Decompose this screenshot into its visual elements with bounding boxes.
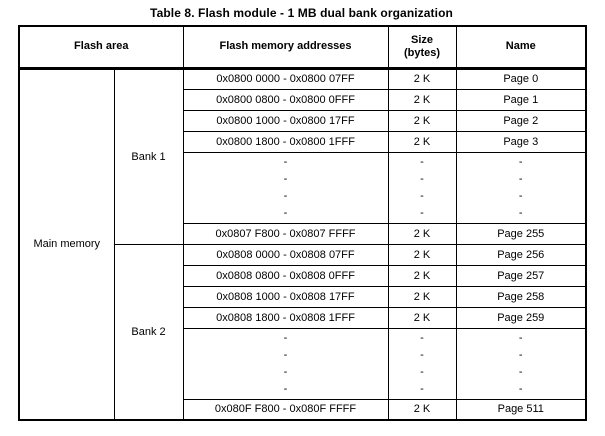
header-size-line1: Size (411, 33, 434, 46)
address-cell: 0x0808 0800 - 0x0808 0FFF (182, 264, 389, 287)
address-cell: 0x0808 1800 - 0x0808 1FFF (182, 306, 389, 329)
flash-organization-table: Flash area Flash memory addresses Size (… (18, 25, 588, 421)
header-name: Name (455, 25, 587, 70)
size-cell: 2 K (387, 130, 457, 153)
size-cell: 2 K (387, 67, 457, 90)
address-ellipsis-cell: - - - - (182, 327, 389, 400)
ellipsis-mark: - (420, 155, 424, 168)
size-ellipsis-cell: - - - - (387, 151, 457, 224)
address-cell: 0x0808 0000 - 0x0808 07FF (182, 243, 389, 266)
name-cell: Page 256 (455, 243, 587, 266)
size-cell: 2 K (387, 88, 457, 111)
address-ellipsis-cell: - - - - (182, 151, 389, 224)
address-cell: 0x0800 1000 - 0x0800 17FF (182, 109, 389, 132)
address-cell: 0x0800 0800 - 0x0800 0FFF (182, 88, 389, 111)
ellipsis-mark: - (518, 331, 523, 344)
ellipsis-mark: - (420, 331, 424, 344)
bank1-cell: Bank 1 (113, 67, 184, 245)
table-row: 0x0808 1800 - 0x0808 1FFF 2 K Page 259 (19, 306, 587, 329)
name-cell: Page 258 (455, 285, 587, 308)
name-ellipsis-cell: - - - - (455, 151, 587, 224)
name-cell: Page 1 (455, 88, 587, 111)
address-cell: 0x080F F800 - 0x080F FFFF (182, 398, 389, 421)
main-memory-cell: Main memory (18, 67, 115, 421)
name-cell: Page 257 (455, 264, 587, 287)
ellipsis-mark: - (518, 382, 523, 395)
size-cell: 2 K (387, 243, 457, 266)
ellipsis-mark: - (283, 348, 288, 361)
ellipsis-mark: - (283, 155, 288, 168)
name-cell: Page 0 (455, 67, 587, 90)
table-title: Table 8. Flash module - 1 MB dual bank o… (150, 6, 453, 20)
table-row: Main memory Bank 1 0x0800 0000 - 0x0800 … (18, 67, 587, 421)
ellipsis-mark: - (420, 206, 424, 219)
address-cell: 0x0807 F800 - 0x0807 FFFF (182, 222, 389, 245)
ellipsis-mark: - (518, 189, 523, 202)
header-row: Flash area Flash memory addresses Size (… (18, 25, 587, 70)
ellipsis-mark: - (420, 365, 424, 378)
size-cell: 2 K (387, 285, 457, 308)
ellipsis-row: - - - - - - - - - - - - (19, 327, 587, 400)
ellipsis-mark: - (420, 348, 424, 361)
name-cell: Page 255 (455, 222, 587, 245)
ellipsis-mark: - (518, 172, 523, 185)
size-ellipsis-cell: - - - - (387, 327, 457, 400)
bank2-cell: Bank 2 (113, 243, 184, 421)
name-cell: Page 511 (455, 398, 587, 421)
ellipsis-mark: - (283, 206, 288, 219)
ellipsis-mark: - (420, 189, 424, 202)
ellipsis-mark: - (283, 189, 288, 202)
address-cell: 0x0800 0000 - 0x0800 07FF (182, 67, 389, 90)
address-cell: 0x0800 1800 - 0x0800 1FFF (182, 130, 389, 153)
ellipsis-row: - - - - - - - - - - - - (19, 151, 587, 224)
ellipsis-mark: - (283, 172, 288, 185)
ellipsis-mark: - (518, 206, 523, 219)
table-row: 0x080F F800 - 0x080F FFFF 2 K Page 511 (19, 398, 587, 421)
ellipsis-mark: - (283, 365, 288, 378)
name-cell: Page 259 (455, 306, 587, 329)
name-ellipsis-cell: - - - - (455, 327, 587, 400)
header-size-line2: (bytes) (403, 46, 441, 59)
ellipsis-mark: - (518, 365, 523, 378)
header-flash-area: Flash area (18, 25, 184, 70)
ellipsis-mark: - (283, 331, 288, 344)
ellipsis-mark: - (518, 348, 523, 361)
size-cell: 2 K (387, 398, 457, 421)
size-cell: 2 K (387, 264, 457, 287)
ellipsis-mark: - (420, 382, 424, 395)
header-addresses: Flash memory addresses (182, 25, 389, 70)
ellipsis-mark: - (518, 155, 523, 168)
size-cell: 2 K (387, 222, 457, 245)
name-cell: Page 2 (455, 109, 587, 132)
ellipsis-mark: - (420, 172, 424, 185)
header-size: Size (bytes) (387, 25, 457, 70)
size-cell: 2 K (387, 306, 457, 329)
ellipsis-mark: - (283, 382, 288, 395)
name-cell: Page 3 (455, 130, 587, 153)
table-row: 0x0800 1000 - 0x0800 17FF 2 K Page 2 (19, 109, 587, 132)
table-row: Bank 2 0x0808 0000 - 0x0808 07FF 2 K Pag… (19, 243, 587, 421)
table-row: 0x0808 1000 - 0x0808 17FF 2 K Page 258 (19, 285, 587, 308)
address-cell: 0x0808 1000 - 0x0808 17FF (182, 285, 389, 308)
size-cell: 2 K (387, 109, 457, 132)
